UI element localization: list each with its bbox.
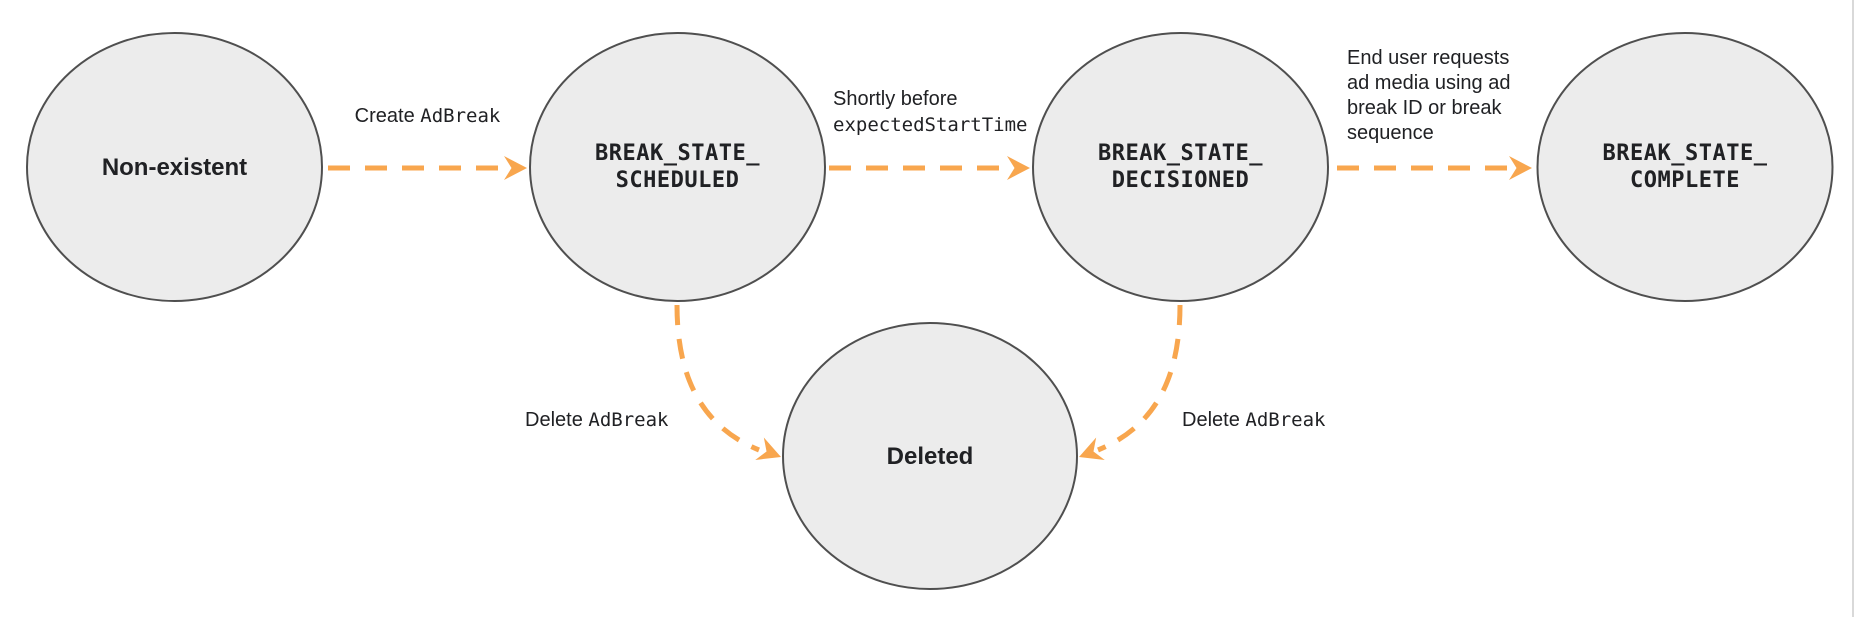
edge-label-text: Delete	[525, 409, 583, 431]
edge-delete-from-scheduled	[674, 304, 760, 453]
node-label-text: Non-existent	[101, 153, 248, 181]
edge-label-complete-trigger: End user requests ad media using ad brea…	[1347, 46, 1510, 146]
edge-label-code: AdBreak	[1245, 409, 1326, 431]
node-label-line: BREAK_STATE_	[595, 141, 760, 166]
node-label-complete: BREAK_STATE_ COMPLETE	[1537, 33, 1833, 301]
arrowhead-create	[504, 156, 527, 180]
node-ellipse-complete	[1536, 32, 1834, 302]
edge-delete-from-decisioned	[1097, 304, 1183, 453]
edge-label-code: AdBreak	[420, 105, 501, 127]
node-label-line: SCHEDULED	[615, 168, 740, 193]
arrowhead-delete-right	[1079, 437, 1105, 460]
node-ellipse-deleted	[782, 322, 1078, 590]
edge-label-line: End user requests	[1347, 47, 1510, 69]
arrowhead-delete-left	[755, 437, 781, 460]
node-label-scheduled: BREAK_STATE_ SCHEDULED	[530, 33, 825, 301]
edge-label-text: Shortly before	[833, 88, 958, 110]
edge-label-text: Delete	[1182, 409, 1240, 431]
edge-label-line: break ID or break	[1347, 97, 1502, 119]
edge-label-delete-from-decisioned: Delete AdBreak	[1182, 407, 1325, 433]
node-label-line: DECISIONED	[1111, 168, 1250, 193]
edge-label-code: AdBreak	[588, 409, 669, 431]
edge-label-create-adbreak: Create AdBreak	[300, 103, 555, 129]
edge-label-decision-trigger: Shortly before expectedStartTime	[833, 86, 1027, 138]
node-label-decisioned: BREAK_STATE_ DECISIONED	[1033, 33, 1328, 301]
edge-label-line: sequence	[1347, 122, 1434, 144]
node-label-line: BREAK_STATE_	[1602, 141, 1768, 166]
node-label-line: BREAK_STATE_	[1098, 141, 1263, 166]
node-ellipse-decisioned	[1032, 32, 1329, 302]
node-label-line: COMPLETE	[1630, 168, 1740, 193]
edge-label-code: expectedStartTime	[833, 114, 1028, 136]
edge-label-delete-from-scheduled: Delete AdBreak	[525, 407, 668, 433]
arrowhead-complete	[1509, 156, 1532, 180]
arrowhead-decision	[1007, 156, 1030, 180]
node-label-non-existent: Non-existent	[27, 33, 322, 301]
node-ellipse-scheduled	[529, 32, 826, 302]
edge-label-text: Create	[354, 105, 415, 127]
edge-label-line: ad media using ad	[1347, 72, 1511, 94]
node-label-text: Deleted	[886, 442, 974, 470]
node-ellipse-non-existent	[26, 32, 323, 302]
node-label-deleted: Deleted	[783, 323, 1077, 589]
